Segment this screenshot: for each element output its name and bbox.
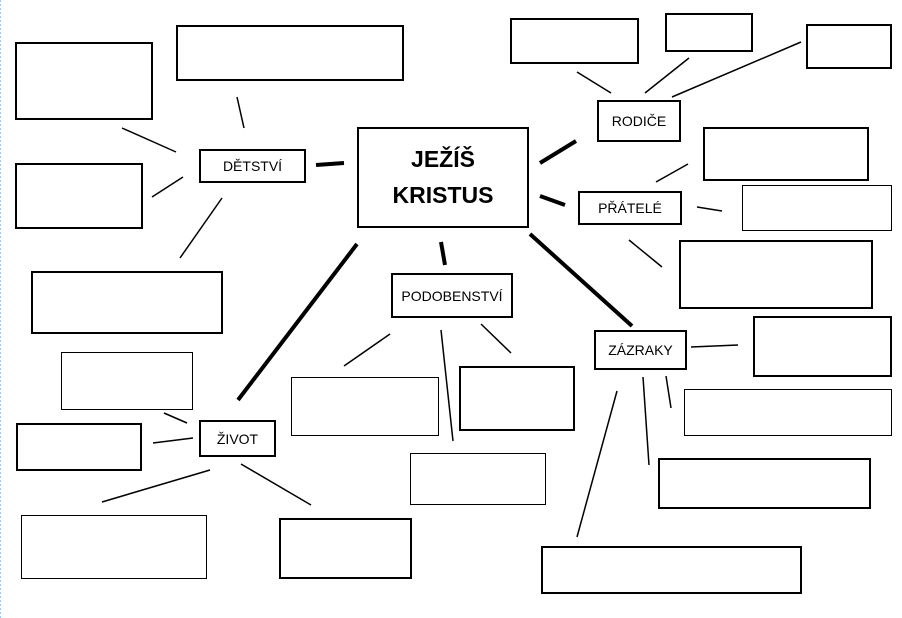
answer-box-detstvi-1 xyxy=(176,25,404,81)
answer-box-pratele-2 xyxy=(742,185,892,231)
connector-zivot-3 xyxy=(101,469,211,503)
connector-center-rodice xyxy=(538,139,578,165)
answer-box-zivot-2 xyxy=(16,423,142,471)
connector-zazraky-3 xyxy=(642,376,650,466)
topic-podobenstvi: PODOBENSTVÍ xyxy=(391,273,513,318)
connector-podobenstvi-1 xyxy=(343,333,391,367)
topic-zivot: ŽIVOT xyxy=(199,420,276,457)
connector-podobenstvi-2 xyxy=(440,329,454,442)
connector-zazraky-1 xyxy=(690,344,739,348)
topic-detstvi: DĚTSTVÍ xyxy=(199,149,306,183)
connector-center-zazraky xyxy=(528,232,634,328)
answer-box-podobenstvi-1 xyxy=(291,377,439,436)
answer-box-pratele-3 xyxy=(679,240,873,309)
central-node-line-1: JEŽÍŠ xyxy=(411,145,475,172)
topic-pratele: PŘÁTELÉ xyxy=(578,191,682,225)
connector-zivot-4 xyxy=(240,463,312,506)
connector-detstvi-1 xyxy=(236,96,245,129)
answer-box-zazraky-2 xyxy=(684,389,892,436)
answer-box-rodice-2 xyxy=(665,13,753,52)
connector-pratele-1 xyxy=(655,163,689,183)
connector-rodice-1 xyxy=(576,71,612,94)
answer-box-zazraky-3 xyxy=(658,458,871,509)
answer-box-rodice-3 xyxy=(806,24,892,69)
connector-detstvi-2 xyxy=(121,127,177,153)
answer-box-zazraky-4 xyxy=(541,546,802,594)
answer-box-detstvi-2 xyxy=(15,42,153,120)
connector-center-pratele xyxy=(539,194,566,207)
answer-box-detstvi-3 xyxy=(15,163,143,229)
central-node-line-2: KRISTUS xyxy=(392,181,494,208)
connector-pratele-2 xyxy=(696,206,723,212)
connector-zivot-2 xyxy=(152,437,194,444)
connector-zivot-1 xyxy=(163,412,188,424)
connector-detstvi-3 xyxy=(151,176,184,198)
answer-box-zivot-4 xyxy=(279,518,412,579)
connector-zazraky-2 xyxy=(665,375,672,409)
answer-box-zazraky-1 xyxy=(753,316,892,377)
topic-rodice: RODIČE xyxy=(597,100,681,142)
answer-box-zivot-1 xyxy=(61,352,193,410)
answer-box-pratele-1 xyxy=(703,127,869,181)
connector-podobenstvi-3 xyxy=(480,323,512,354)
connector-pratele-3 xyxy=(628,239,663,268)
answer-box-rodice-1 xyxy=(510,18,639,64)
connector-detstvi-4 xyxy=(179,197,223,259)
connector-rodice-3 xyxy=(671,41,802,98)
topic-zazraky: ZÁZRAKY xyxy=(594,330,687,370)
answer-box-podobenstvi-2 xyxy=(459,366,575,431)
page-edge-strip xyxy=(0,0,1,618)
connector-rodice-2 xyxy=(644,57,690,94)
answer-box-zivot-3 xyxy=(21,515,207,579)
connector-center-podobenstvi xyxy=(439,241,447,266)
answer-box-detstvi-4 xyxy=(31,271,223,334)
connector-zazraky-4 xyxy=(576,390,618,538)
central-node: JEŽÍŠ KRISTUS xyxy=(357,127,529,228)
connector-center-zivot xyxy=(236,242,359,402)
answer-box-podobenstvi-3 xyxy=(410,453,546,505)
connector-center-detstvi xyxy=(315,161,345,167)
